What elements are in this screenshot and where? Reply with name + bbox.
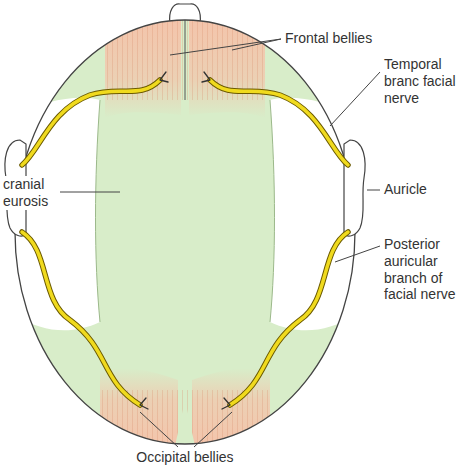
nerve-label: Temporal branc facial nerve bbox=[384, 56, 472, 106]
auricle-label: Auricle bbox=[384, 181, 427, 198]
muscle-label: Frontal bellies bbox=[285, 30, 372, 47]
muscle-label: Occipital bellies bbox=[0, 449, 370, 466]
auricle bbox=[344, 140, 365, 236]
facial-nerve-branches bbox=[22, 72, 348, 409]
nerve-label: Posterior auricular branch of facial ner… bbox=[384, 236, 472, 303]
leader-lines bbox=[60, 39, 380, 447]
aponeurosis-label: cranial eurosis bbox=[3, 176, 57, 210]
